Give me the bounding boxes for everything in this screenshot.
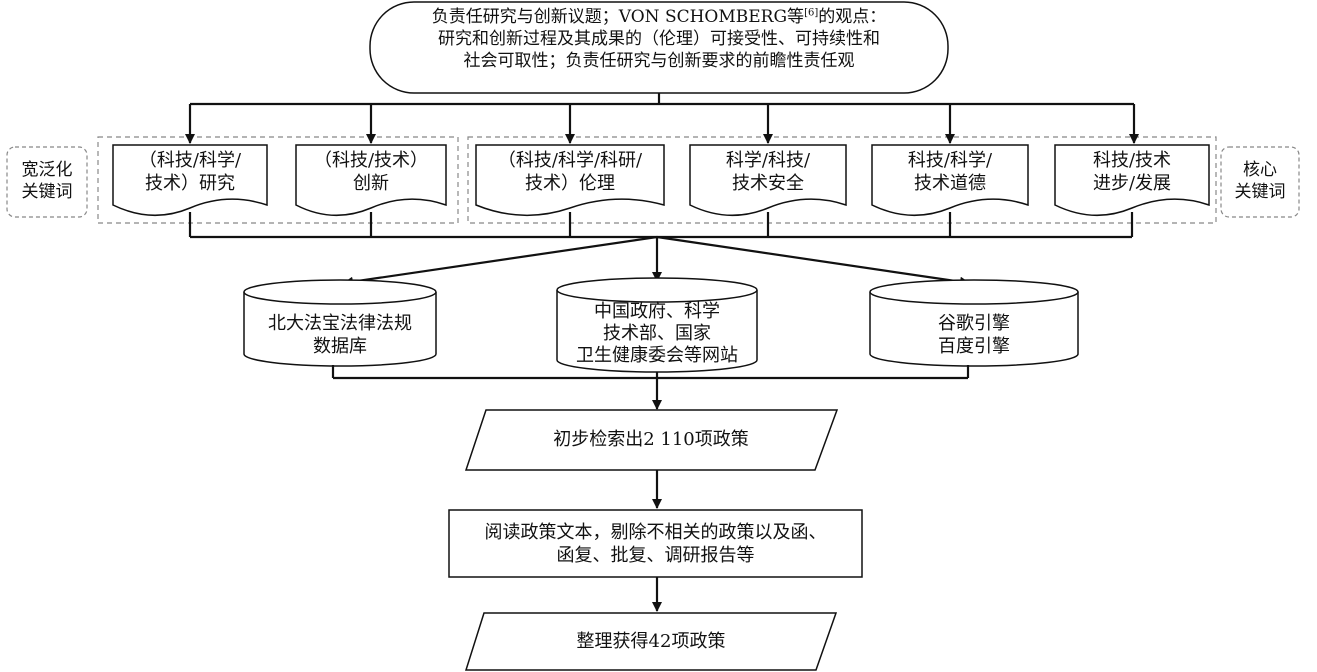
keyword-6-line-1: 科技/技术: [1092, 150, 1172, 171]
keyword-text-2: （科技/技术） 创新: [296, 149, 446, 195]
top-concept-line-2: 研究和创新过程及其成果的（伦理）可接受性、可持续性和: [438, 29, 880, 49]
filter-step-box: [448, 509, 863, 578]
top-concept-text: 负责任研究与创新议题；VON SCHOMBERG等[6]的观点： 研究和创新过程…: [375, 6, 943, 72]
database-cylinder-1: [243, 292, 437, 367]
keyword-doc-2: [295, 144, 447, 217]
arrow: [343, 235, 658, 287]
database-cylinder-3: [869, 292, 1079, 367]
core-keywords-label-2: 关键词: [1234, 182, 1286, 202]
database-cylinder-3-top: [869, 279, 1079, 305]
initial-result-text: 初步检索出2 110项政策: [553, 429, 749, 450]
arrow: [656, 235, 970, 287]
keyword-doc-6: [1054, 144, 1210, 216]
final-result-text: 整理获得42项政策: [576, 631, 726, 652]
keyword-text-6: 科技/技术 进步/发展: [1055, 149, 1209, 195]
database-text-3: 谷歌引擎 百度引擎: [870, 312, 1078, 358]
keyword-doc-1: [112, 144, 268, 216]
keyword-text-1: （科技/科学/ 技术）研究: [113, 149, 267, 195]
keyword-doc-4: [689, 144, 847, 216]
keyword-3-line-2: 技术）伦理: [525, 173, 615, 194]
keyword-2-line-1: （科技/技术）: [313, 150, 429, 171]
keyword-4-line-1: 科学/科技/: [725, 150, 811, 171]
core-keywords-label: 核心 关键词: [1221, 159, 1299, 203]
broad-keywords-frame: [97, 136, 459, 224]
top-concept-line-1-a: 负责任研究与创新议题；VON SCHOMBERG等: [431, 7, 805, 27]
keyword-2-line-2: 创新: [353, 173, 389, 194]
database-text-2: 中国政府、科学 技术部、国家 卫生健康委会等网站: [557, 301, 757, 367]
keyword-6-line-2: 进步/发展: [1092, 173, 1172, 194]
initial-result-box: [464, 409, 839, 471]
database-2-line-3: 卫生健康委会等网站: [576, 345, 738, 366]
filter-step-line-2: 函复、批复、调研报告等: [556, 545, 755, 566]
database-text-1: 北大法宝法律法规 数据库: [244, 312, 436, 358]
top-concept-line-1-b: 的观点：: [818, 7, 887, 27]
core-keywords-label-1: 核心: [1243, 160, 1277, 180]
filter-step-text: 阅读政策文本，剔除不相关的政策以及函、 函复、批复、调研报告等: [449, 521, 862, 567]
database-1-line-1: 北大法宝法律法规: [268, 313, 412, 334]
broad-keywords-label: 宽泛化 关键词: [7, 159, 87, 203]
keyword-text-5: 科技/科学/ 技术道德: [872, 149, 1028, 195]
database-2-line-1: 中国政府、科学: [594, 301, 720, 322]
keyword-5-line-2: 技术道德: [914, 173, 986, 194]
core-keywords-tag: [1220, 146, 1300, 218]
database-2-line-2: 技术部、国家: [603, 323, 711, 344]
keyword-5-line-1: 科技/科学/: [907, 150, 993, 171]
keyword-doc-3: [475, 144, 665, 216]
broad-keywords-label-1: 宽泛化: [21, 160, 73, 180]
citation-ref: [6]: [804, 7, 819, 19]
broad-keywords-tag: [6, 146, 88, 218]
keyword-4-line-2: 技术安全: [732, 173, 804, 194]
database-3-line-1: 谷歌引擎: [938, 313, 1010, 334]
core-keywords-frame: [467, 136, 1217, 224]
keyword-text-3: （科技/科学/科研/ 技术）伦理: [476, 149, 664, 195]
top-concept-line-1: 负责任研究与创新议题；VON SCHOMBERG等[6]的观点：: [375, 6, 943, 28]
database-cylinder-1-top: [243, 279, 437, 305]
database-1-line-2: 数据库: [313, 336, 367, 357]
final-result-box: [464, 612, 838, 671]
keyword-text-4: 科学/科技/ 技术安全: [690, 149, 846, 195]
filter-step-line-1: 阅读政策文本，剔除不相关的政策以及函、: [484, 522, 827, 543]
keyword-1-line-2: 技术）研究: [145, 173, 235, 194]
keyword-3-line-1: （科技/科学/科研/: [497, 150, 643, 171]
broad-keywords-label-2: 关键词: [21, 182, 73, 202]
database-3-line-2: 百度引擎: [938, 336, 1010, 357]
keyword-doc-5: [871, 144, 1029, 216]
database-cylinder-2-top: [556, 277, 758, 303]
top-concept-line-3: 社会可取性；负责任研究与创新要求的前瞻性责任观: [463, 51, 855, 71]
keyword-1-line-1: （科技/科学/: [138, 150, 242, 171]
